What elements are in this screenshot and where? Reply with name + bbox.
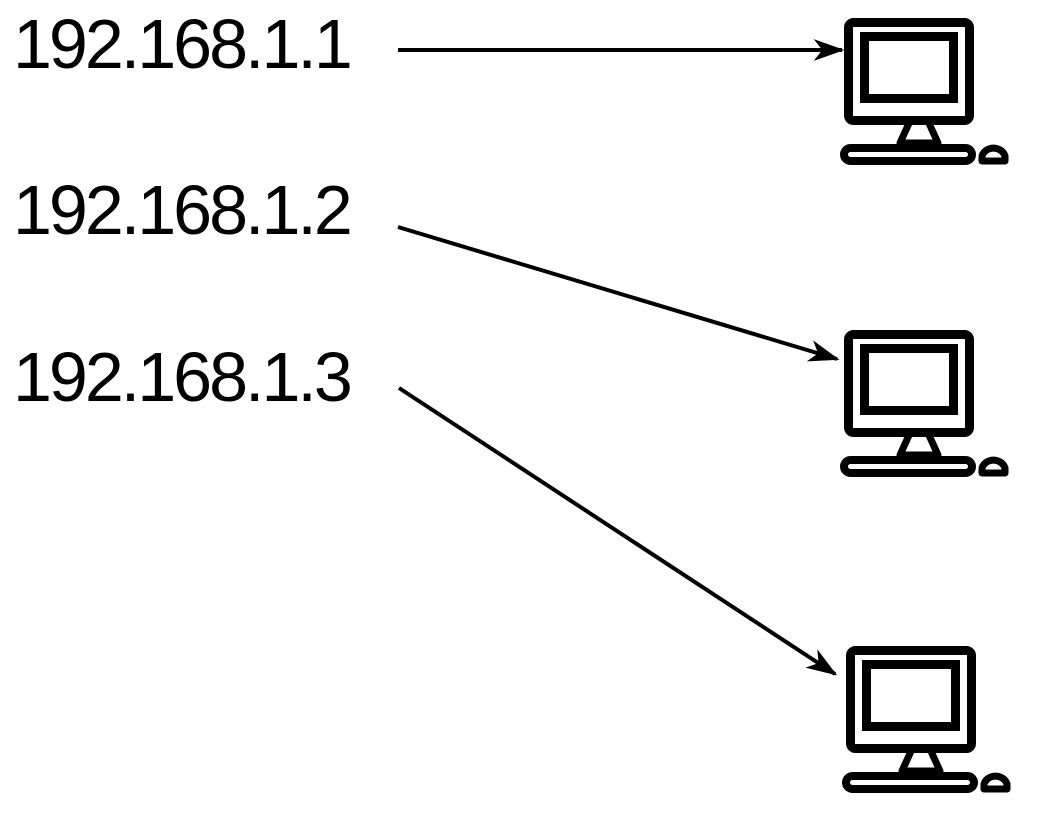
arrow-ip2-to-computer2 (397, 225, 840, 362)
desktop-computer-icon (841, 643, 1011, 795)
desktop-computer-icon-1 (839, 15, 1009, 167)
desktop-computer-icon (839, 327, 1009, 479)
desktop-computer-icon-2 (839, 327, 1009, 479)
ip-label-2: 192.168.1.2 (13, 171, 353, 249)
ip-label-1: 192.168.1.1 (13, 5, 353, 83)
desktop-computer-icon-3 (841, 643, 1011, 795)
arrow-ip3-to-computer3 (397, 386, 838, 676)
desktop-computer-icon (839, 15, 1009, 167)
ip-label-3: 192.168.1.3 (13, 338, 353, 416)
